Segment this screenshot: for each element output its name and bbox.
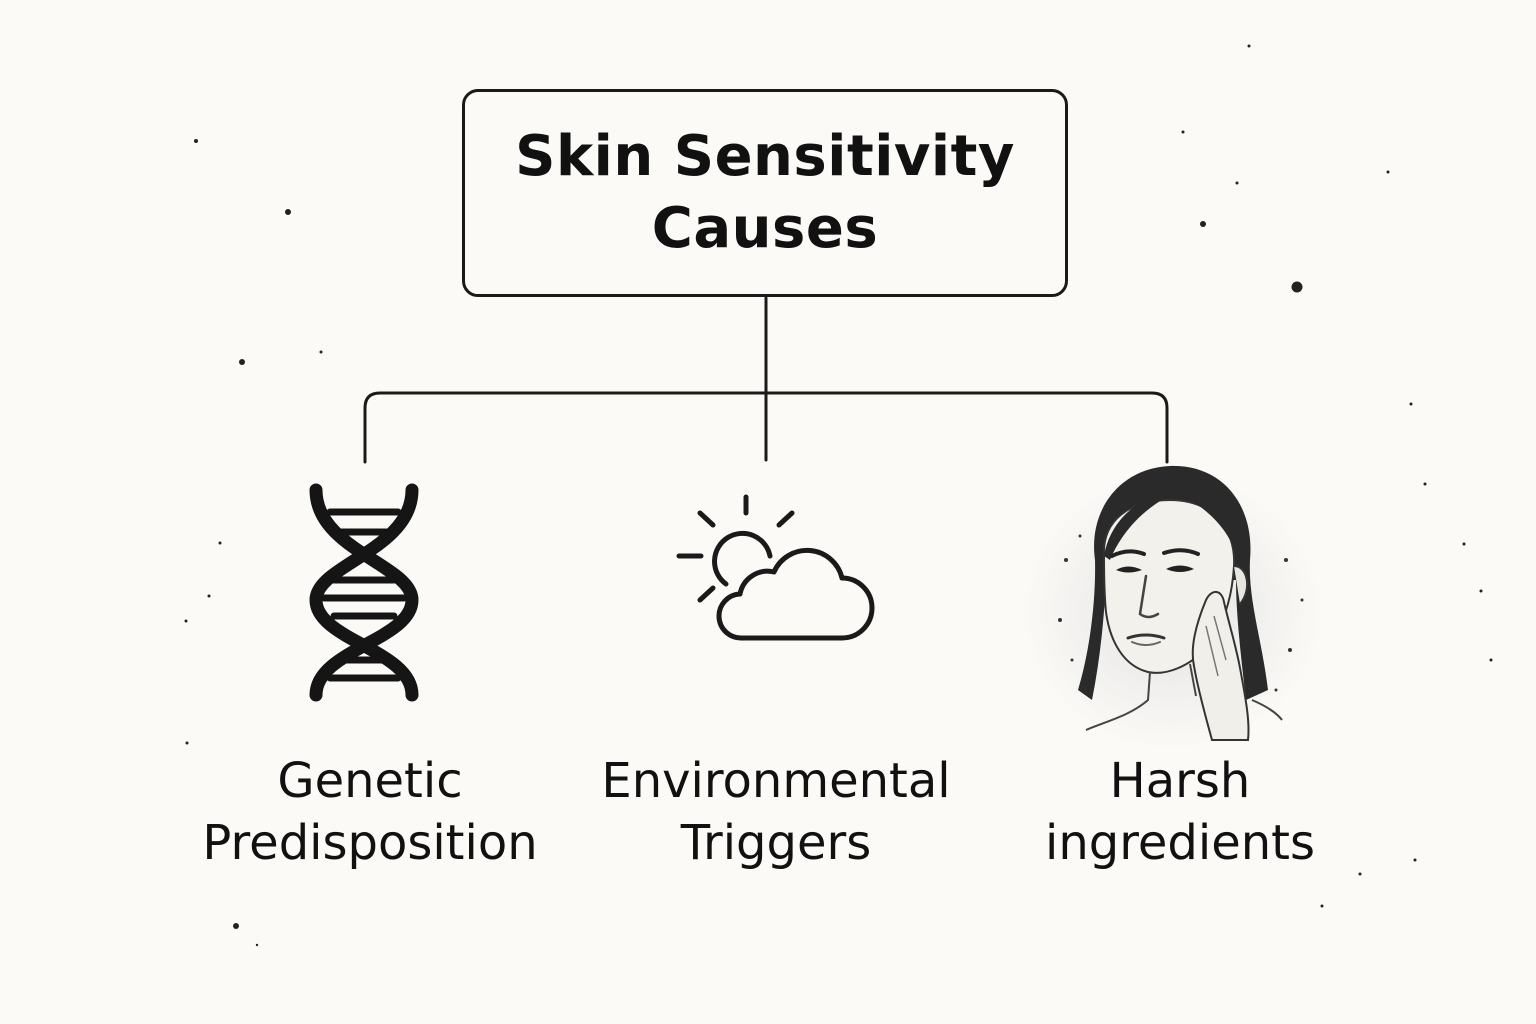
cause-label-environmental: Environmental Triggers xyxy=(601,753,951,871)
woman-face-icon xyxy=(1022,465,1322,752)
background-speckles xyxy=(184,44,1493,947)
connector-lines xyxy=(363,296,1169,464)
root-node: Skin Sensitivity Causes xyxy=(462,89,1068,297)
branch-connector xyxy=(363,391,1169,464)
cause-label-genetic: Genetic Predisposition xyxy=(202,753,538,871)
dna-icon xyxy=(309,483,419,702)
diagram-title: Skin Sensitivity Causes xyxy=(515,124,1015,261)
cause-label-harsh-ingredients: Harsh ingredients xyxy=(1044,753,1316,871)
sun-cloud-icon xyxy=(676,494,875,641)
